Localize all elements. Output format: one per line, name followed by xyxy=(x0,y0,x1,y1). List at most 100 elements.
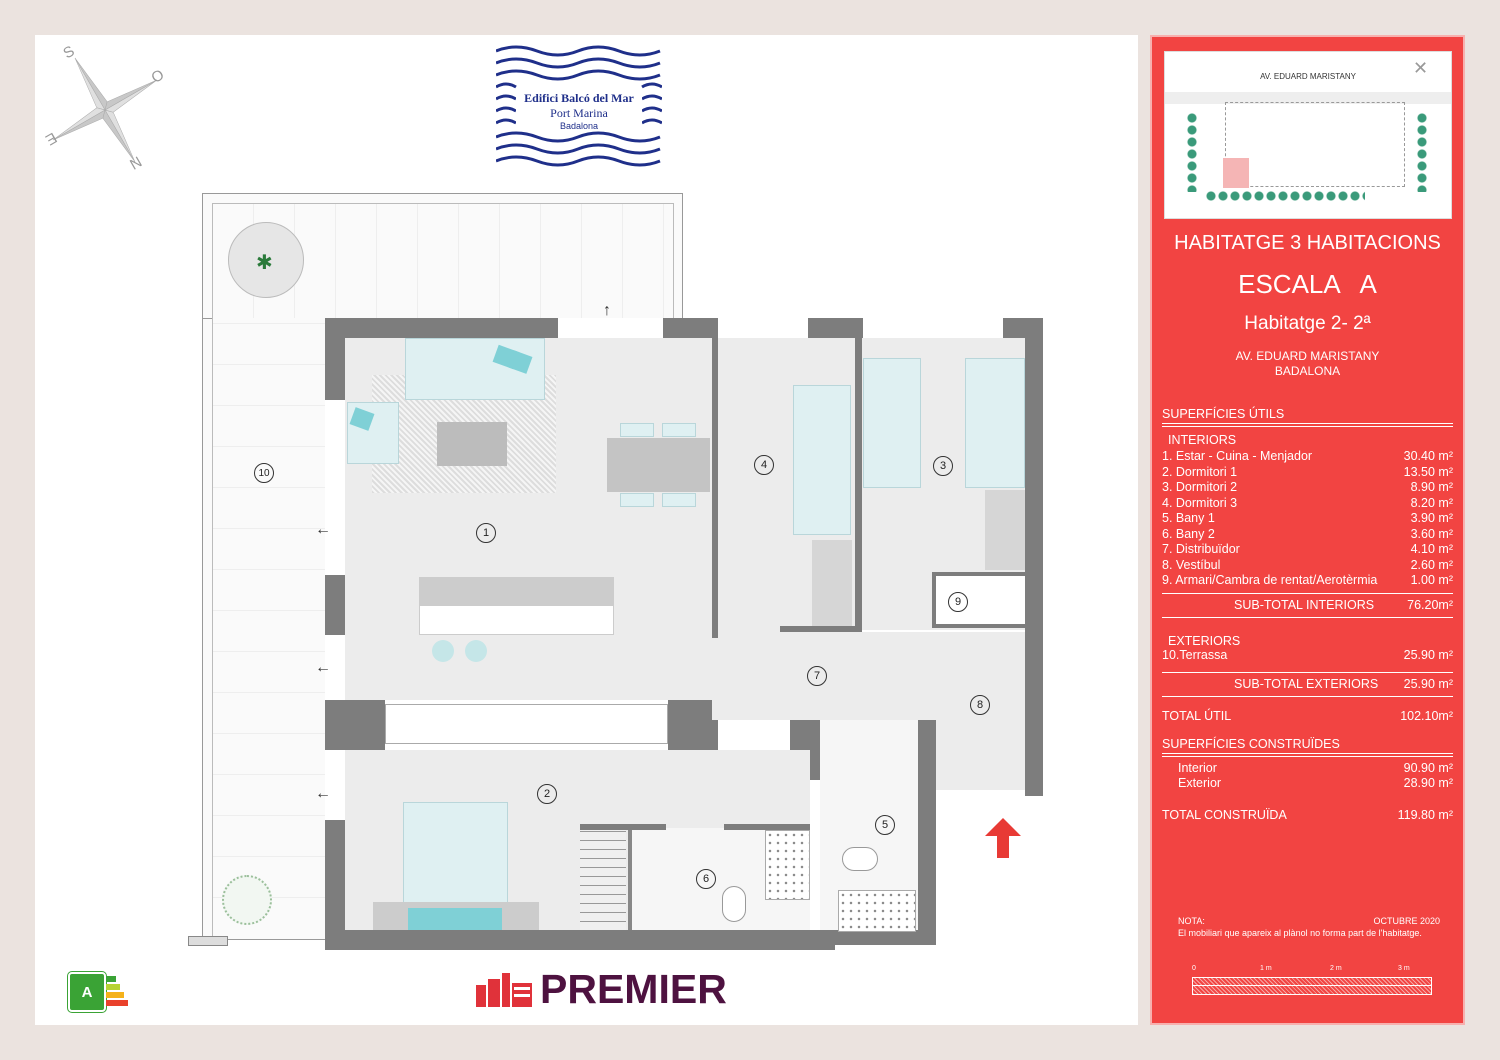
exteriors-heading: EXTERIORS xyxy=(1168,634,1241,648)
area-value: 3.60 m² xyxy=(1410,526,1453,541)
area-row: 8. Vestíbul 2.60 m² xyxy=(1152,558,1463,574)
compass-rose: S O E N xyxy=(40,42,170,177)
entrance-arrow-icon xyxy=(985,818,1021,858)
room-label-2: 2 xyxy=(537,784,557,804)
total-util-label: TOTAL ÚTIL xyxy=(1162,709,1232,723)
dining-table xyxy=(607,438,710,492)
area-row: 3. Dormitori 2 8.90 m² xyxy=(1152,480,1463,496)
logo-city: Badalona xyxy=(559,121,599,131)
room-8-hall xyxy=(936,700,1025,790)
area-label: 4. Dormitori 3 xyxy=(1162,495,1238,510)
room-label-10: 10 xyxy=(254,463,274,483)
room-label-8: 8 xyxy=(970,695,990,715)
note-text: El mobiliari que apareix al plànol no fo… xyxy=(1178,928,1422,938)
area-label: Exterior xyxy=(1178,776,1222,790)
site-plan-street: AV. EDUARD MARISTANY xyxy=(1260,72,1356,81)
info-panel: AV. EDUARD MARISTANY ✕ HABITATGE 3 HABIT… xyxy=(1150,35,1465,1025)
area-row: 1. Estar - Cuina - Menjador 30.40 m² xyxy=(1152,449,1463,465)
site-compass-icon: ✕ xyxy=(1413,58,1429,78)
area-label: 1. Estar - Cuina - Menjador xyxy=(1162,449,1313,463)
area-row: 6. Bany 2 3.60 m² xyxy=(1152,527,1463,543)
area-value: 13.50 m² xyxy=(1403,464,1453,479)
plant-icon: ✱ xyxy=(256,252,273,274)
area-value: 1.00 m² xyxy=(1410,573,1453,587)
subtotal-interiors-value: 76.20m² xyxy=(1407,597,1453,612)
shrub-icon xyxy=(222,875,272,925)
area-value: 2.60 m² xyxy=(1410,557,1453,572)
coffee-table xyxy=(437,422,507,466)
area-label: 2. Dormitori 1 xyxy=(1162,464,1238,479)
interiors-heading: INTERIORS xyxy=(1168,433,1237,447)
subtotal-exteriors-value: 25.90 m² xyxy=(1403,676,1453,691)
area-row: 2. Dormitori 1 13.50 m² xyxy=(1152,465,1463,481)
built-heading: SUPERFÍCIES CONSTRUÏDES xyxy=(1162,736,1340,751)
room-label-4: 4 xyxy=(754,455,774,475)
subtotal-interiors-label: SUB-TOTAL INTERIORS xyxy=(1234,597,1375,612)
area-value: 8.20 m² xyxy=(1410,495,1453,510)
arrow-up-icon: ↑ xyxy=(603,302,611,319)
room-label-7: 7 xyxy=(807,666,827,686)
shower-5 xyxy=(838,890,916,932)
total-built: TOTAL CONSTRUÏDA 119.80 m² xyxy=(1152,808,1463,824)
date: OCTUBRE 2020 xyxy=(1373,916,1440,926)
scale-tick: 0 xyxy=(1192,965,1196,972)
area-row: 4. Dormitori 3 8.20 m² xyxy=(1152,496,1463,512)
room-label-9: 9 xyxy=(948,592,968,612)
area-row: Exterior 28.90 m² xyxy=(1152,776,1463,792)
unit-label: Habitatge 2- 2ª xyxy=(1244,313,1371,334)
kitchen-counter xyxy=(385,704,668,744)
subtotal-interiors: SUB-TOTAL INTERIORS 76.20m² xyxy=(1152,598,1463,614)
area-value: 30.40 m² xyxy=(1403,449,1453,463)
area-label: 3. Dormitori 2 xyxy=(1162,480,1238,494)
wardrobe xyxy=(580,830,626,930)
subtotal-exteriors-label: SUB-TOTAL EXTERIORS xyxy=(1234,676,1379,691)
floor-plan: ✱ 1 2 3 4 5 6 7 8 9 10 ← ← ← ↑ xyxy=(188,193,1043,950)
energy-rating: A xyxy=(67,971,107,1013)
areas-table: SUPERFÍCIES ÚTILS INTERIORS 1. Estar - C… xyxy=(1152,407,1463,823)
total-built-value: 119.80 m² xyxy=(1397,807,1453,822)
area-label: 5. Bany 1 xyxy=(1162,511,1215,525)
toilet-6 xyxy=(722,886,746,922)
logo-title: Edifici Balcó del Mar xyxy=(524,91,634,105)
bed-room-3b xyxy=(965,358,1025,488)
address: AV. EDUARD MARISTANY BADALONA xyxy=(1152,349,1463,379)
bed-room-4 xyxy=(793,385,851,535)
scale-tick: 2 m xyxy=(1330,965,1342,972)
unit-type-title: HABITATGE 3 HABITACIONS xyxy=(1174,232,1441,254)
subtotal-exteriors: SUB-TOTAL EXTERIORS 25.90 m² xyxy=(1152,677,1463,693)
interiors-list: 1. Estar - Cuina - Menjador 30.40 m² 2. Do… xyxy=(1152,449,1463,589)
note-label: NOTA: xyxy=(1178,916,1205,926)
address-street: AV. EDUARD MARISTANY xyxy=(1235,349,1380,363)
area-row: 9. Armari/Cambra de rentat/Aerotèrmia 1.0… xyxy=(1152,573,1463,589)
total-util-value: 102.10m² xyxy=(1400,709,1453,723)
area-label: 7. Distribuïdor xyxy=(1162,542,1240,556)
room-label-5: 5 xyxy=(875,815,895,835)
terrace-table-icon xyxy=(228,222,304,298)
room-label-3: 3 xyxy=(933,456,953,476)
premier-logo: PREMIER xyxy=(476,965,727,1012)
area-label: 8. Vestíbul xyxy=(1162,557,1221,572)
util-heading: SUPERFÍCIES ÚTILS xyxy=(1162,407,1285,421)
shower-6 xyxy=(765,830,810,900)
site-plan: AV. EDUARD MARISTANY ✕ xyxy=(1164,51,1452,219)
total-util: TOTAL ÚTIL 102.10m² xyxy=(1152,709,1463,725)
area-value: 28.90 m² xyxy=(1403,776,1453,790)
note: NOTA: OCTUBRE 2020 El mobiliari que apare… xyxy=(1178,915,1440,939)
room-9-closet xyxy=(932,572,1025,628)
room-label-6: 6 xyxy=(696,869,716,889)
compass-star-icon xyxy=(52,57,158,163)
area-value: 8.90 m² xyxy=(1410,480,1453,494)
stair-label: ESCALA A xyxy=(1238,269,1377,299)
brand-name: PREMIER xyxy=(540,965,727,1012)
room-label-1: 1 xyxy=(476,523,496,543)
kitchen-island xyxy=(419,577,614,635)
scale-bar: 0 1 m 2 m 3 m xyxy=(1192,965,1432,1005)
total-built-label: TOTAL CONSTRUÏDA xyxy=(1162,807,1287,822)
area-label: 9. Armari/Cambra de rentat/Aerotèrmia xyxy=(1162,573,1378,587)
area-label: 6. Bany 2 xyxy=(1162,526,1215,541)
energy-certificate: A xyxy=(67,971,140,1013)
arrow-left-icon: ← xyxy=(315,659,331,676)
